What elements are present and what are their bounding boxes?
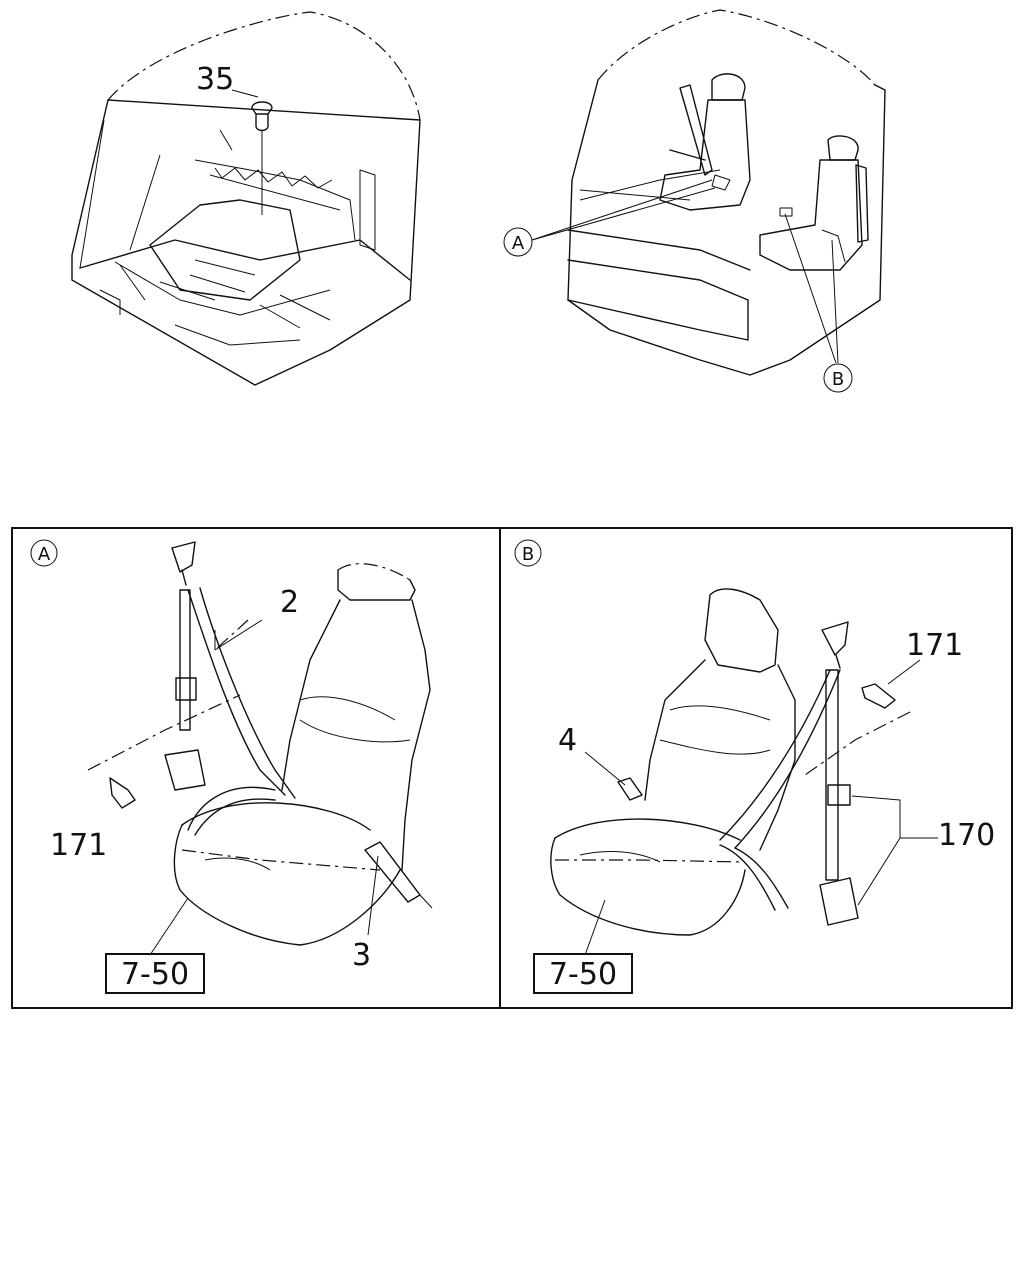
label-part-170: 170 xyxy=(938,818,995,853)
detail-a-tag: A xyxy=(38,544,51,565)
detail-b-tag: B xyxy=(522,544,534,565)
detail-b-panel: B 171 4 170 7-50 xyxy=(514,539,995,994)
reference-label-b: 7-50 xyxy=(549,957,617,992)
cab-floor-overview: 35 xyxy=(71,11,421,386)
label-part-2: 2 xyxy=(280,585,299,620)
reference-box-a xyxy=(105,953,205,994)
detail-panels-frame xyxy=(11,527,1013,1009)
reference-label-a: 7-50 xyxy=(121,957,189,992)
callout-a-overview: A xyxy=(512,233,525,254)
callout-b-overview: B xyxy=(832,369,844,390)
label-part-35: 35 xyxy=(196,62,234,97)
detail-a-panel: A 2 171 3 7-50 xyxy=(30,539,433,994)
reference-box-b xyxy=(533,953,633,994)
cab-seats-overview: A B xyxy=(503,9,886,393)
label-part-4: 4 xyxy=(558,723,577,758)
label-part-171-b: 171 xyxy=(906,628,963,663)
label-part-3: 3 xyxy=(352,938,371,973)
label-part-171-a: 171 xyxy=(50,828,107,863)
